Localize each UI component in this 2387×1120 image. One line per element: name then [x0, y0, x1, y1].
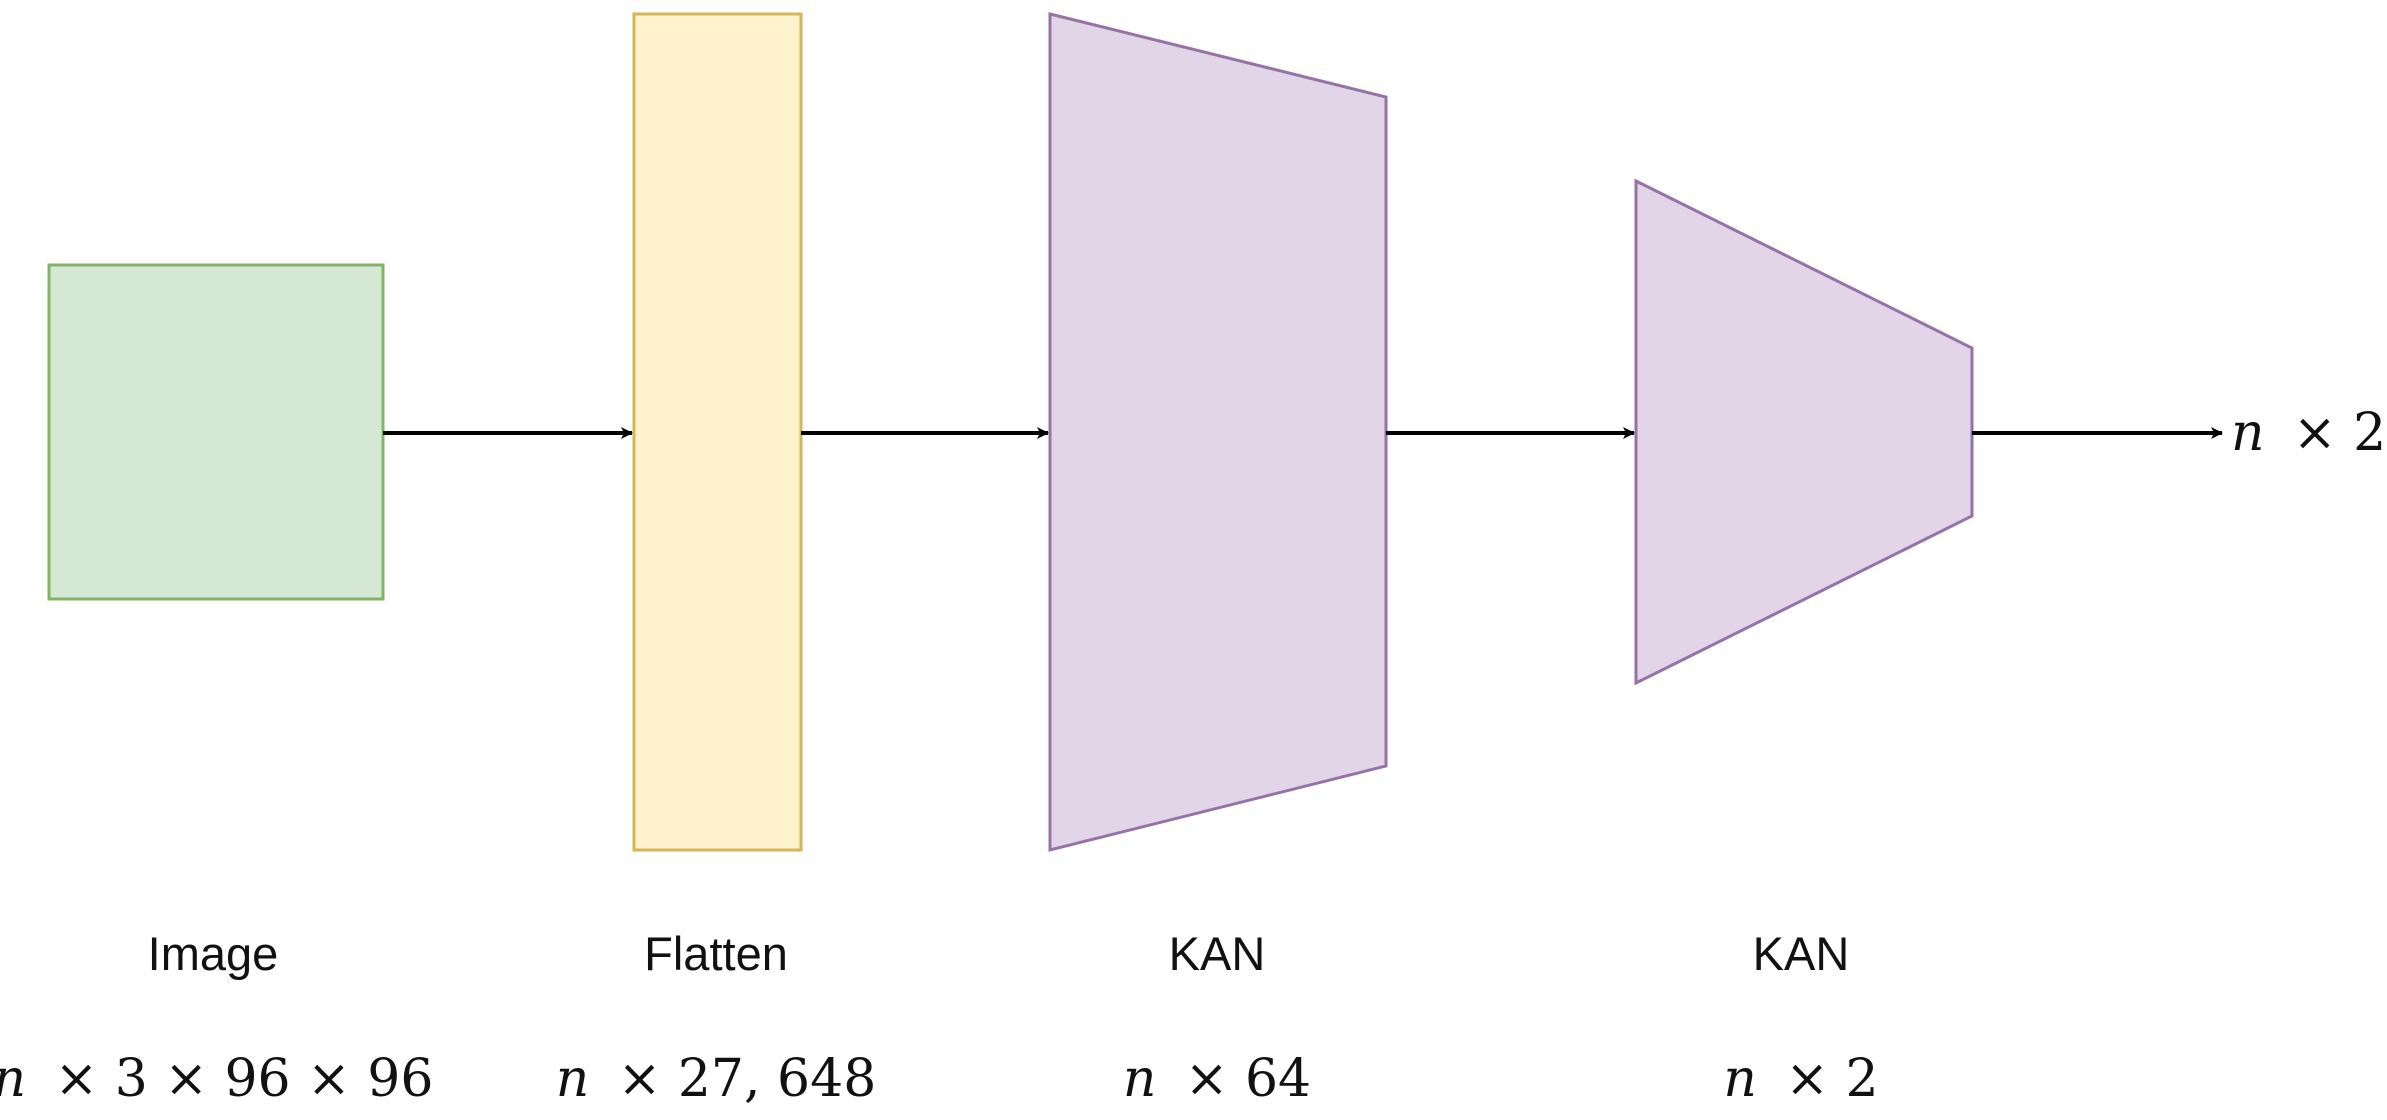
kan-layer-2-label: KAN	[1753, 927, 1850, 980]
flatten-block	[632, 12, 803, 852]
kan-layer-1-shape-rest: × 64	[1185, 1049, 1311, 1109]
kan-layer-1-shape-var: n	[1123, 1049, 1157, 1109]
kan-layer-2-shape-label: n × 2	[1723, 1049, 1878, 1109]
flatten-shape-var: n	[556, 1049, 590, 1109]
image-shape-rest: × 3 × 96 × 96	[55, 1049, 434, 1109]
image-block-label: Image	[148, 927, 279, 980]
flatten-block-label: Flatten	[644, 927, 788, 980]
kan-layer-2-block	[1634, 178, 1974, 686]
kan-layer-2-shape-rest: × 2	[1785, 1049, 1878, 1109]
kan-layer-1-block	[1048, 12, 1388, 852]
image-block	[47, 263, 385, 601]
image-shape-label: n × 3 × 96 × 96	[0, 1049, 433, 1109]
kan-layer-1-shape-label: n × 64	[1123, 1049, 1311, 1109]
kan-layer-2-shape-var: n	[1723, 1049, 1757, 1109]
kan-layer-1-label: KAN	[1169, 927, 1266, 980]
flatten-shape-label: n × 27, 648	[556, 1049, 877, 1109]
output-shape-rest: × 2	[2293, 403, 2386, 463]
image-shape-var: n	[0, 1049, 26, 1109]
output-shape-label: n × 2	[2231, 403, 2386, 463]
output-shape-var: n	[2231, 403, 2265, 463]
flatten-shape-rest: × 27, 648	[618, 1049, 877, 1109]
